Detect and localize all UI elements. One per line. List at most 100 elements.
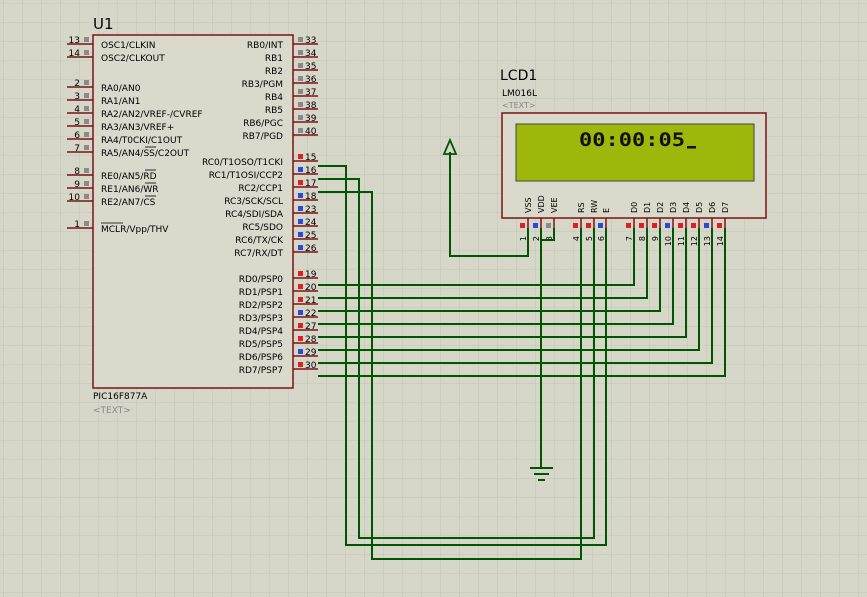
pin-name-rb0-int: RB0/INT: [247, 41, 284, 51]
pin-state-marker: [298, 63, 303, 68]
pin-number: 5: [74, 118, 80, 128]
pin-name-rd6-psp6: RD6/PSP6: [239, 353, 284, 363]
pin-state-marker: [298, 310, 303, 315]
pin-number: 3: [74, 92, 80, 102]
pin-state-marker: [298, 284, 303, 289]
pin-number: 3: [545, 236, 554, 241]
pin-name-rc3-sck-scl: RC3/SCK/SCL: [224, 197, 283, 207]
pin-name-rb4: RB4: [265, 93, 283, 103]
wire-vss-to-power[interactable]: [449, 152, 529, 257]
pin-state-marker: [84, 145, 89, 150]
pin-number: 39: [305, 114, 317, 124]
pin-name-rd7-psp7: RD7/PSP7: [239, 366, 283, 376]
wire-rd3-to-d3[interactable]: [318, 228, 674, 325]
pin-state-marker: [298, 115, 303, 120]
pin-state-marker: [298, 154, 303, 159]
wire-rd0-to-d0[interactable]: [318, 228, 635, 286]
mcu-text-placeholder: <TEXT>: [93, 406, 131, 416]
lcd-display-text: 00:00:05: [579, 129, 685, 151]
wire-rd5-to-d5[interactable]: [318, 228, 700, 351]
pin-number: 5: [585, 236, 594, 241]
pin-name-ra1-an1: RA1/AN1: [101, 97, 140, 107]
pin-state-marker: [298, 89, 303, 94]
pin-name-rd1-psp1: RD1/PSP1: [239, 288, 283, 298]
wire-rc1-to-rw[interactable]: [318, 178, 595, 539]
pin-number: 14: [716, 236, 725, 246]
pin-name-rd3-psp3: RD3/PSP3: [239, 314, 283, 324]
wire-rc2-to-rs[interactable]: [318, 191, 582, 560]
pin-name-rc6-tx-ck: RC6/TX/CK: [235, 236, 284, 246]
power-terminal[interactable]: [442, 137, 458, 155]
pin-state-marker: [84, 132, 89, 137]
wire-group: [318, 152, 726, 560]
pin-name-rw: RW: [590, 200, 599, 213]
wire-rd4-to-d4[interactable]: [318, 228, 687, 338]
wire-rd7-to-d7[interactable]: [318, 228, 726, 377]
lm016l-lcd-component[interactable]: LCD1 LM016L <TEXT> 00:00:05 1VSS2VDD3VEE…: [500, 68, 767, 246]
wire-rc0-to-e[interactable]: [318, 165, 607, 546]
pin-state-marker: [598, 223, 603, 228]
pin-state-marker: [533, 223, 538, 228]
pin-number: 14: [69, 49, 81, 59]
pin-number: 2: [532, 236, 541, 241]
pin-number: 8: [74, 167, 80, 177]
pin-name-re2-an7-cs: RE2/AN7/CS: [101, 198, 156, 208]
pin-number: 1: [74, 220, 80, 230]
pin-name-ra3-an3-vref: RA3/AN3/VREF+: [101, 123, 174, 133]
pin-state-marker: [652, 223, 657, 228]
pin-number: 6: [74, 131, 80, 141]
pin-name-osc1-clkin: OSC1/CLKIN: [101, 41, 155, 51]
wire-rd2-to-d2[interactable]: [318, 228, 661, 312]
pin-state-marker: [84, 194, 89, 199]
wire-rd1-to-d1[interactable]: [318, 228, 648, 299]
pin-name-d5: D5: [695, 202, 704, 213]
pin-number: 7: [625, 236, 634, 241]
pin-number: 24: [305, 218, 317, 228]
lcd-part-label: LM016L: [502, 89, 537, 99]
pin-number: 36: [305, 75, 317, 85]
wire-rd6-to-d6[interactable]: [318, 228, 713, 364]
ground-symbol[interactable]: [530, 467, 553, 481]
pin-number: 18: [305, 192, 317, 202]
wire-vee-to-ground[interactable]: [541, 228, 555, 241]
